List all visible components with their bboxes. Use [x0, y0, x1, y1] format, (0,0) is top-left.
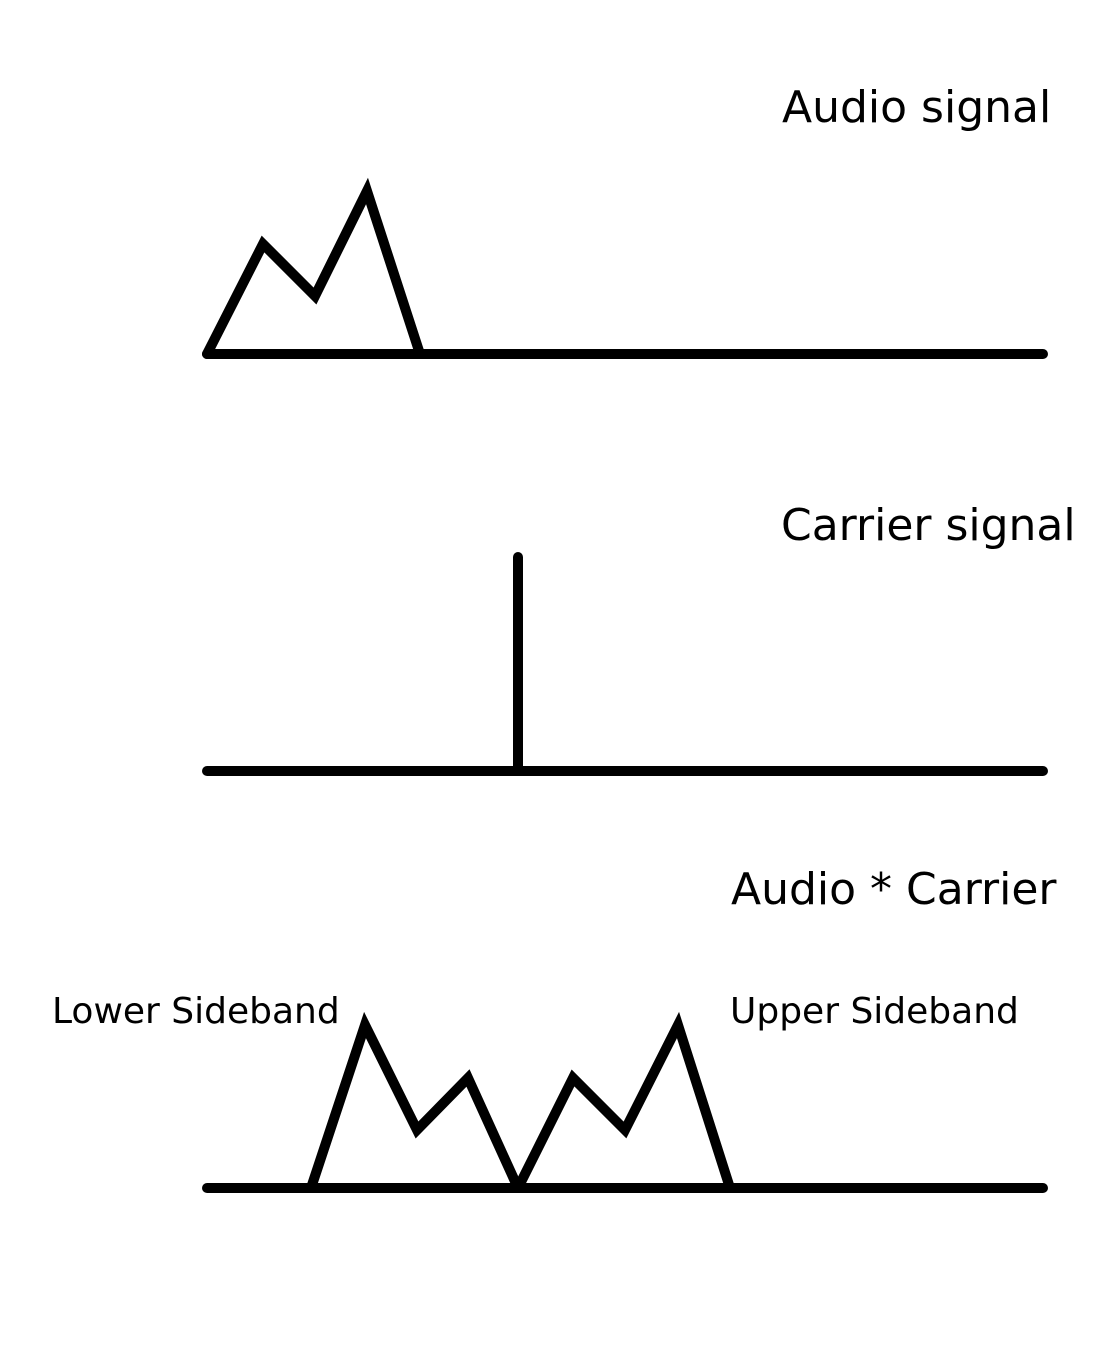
lower-sideband-label: Lower Sideband [52, 991, 340, 1032]
audio-signal-title: Audio signal [782, 82, 1052, 133]
lower-sideband-shape [306, 1011, 523, 1193]
carrier-signal-title: Carrier signal [781, 500, 1076, 551]
upper-sideband-label: Upper Sideband [730, 991, 1019, 1032]
audio-spectrum-shape [202, 177, 425, 359]
product-panel [202, 1011, 1048, 1193]
audio-panel [202, 177, 1048, 359]
upper-sideband-shape [513, 1011, 735, 1193]
audio-carrier-product-title: Audio * Carrier [731, 864, 1057, 915]
carrier-panel [202, 552, 1048, 776]
